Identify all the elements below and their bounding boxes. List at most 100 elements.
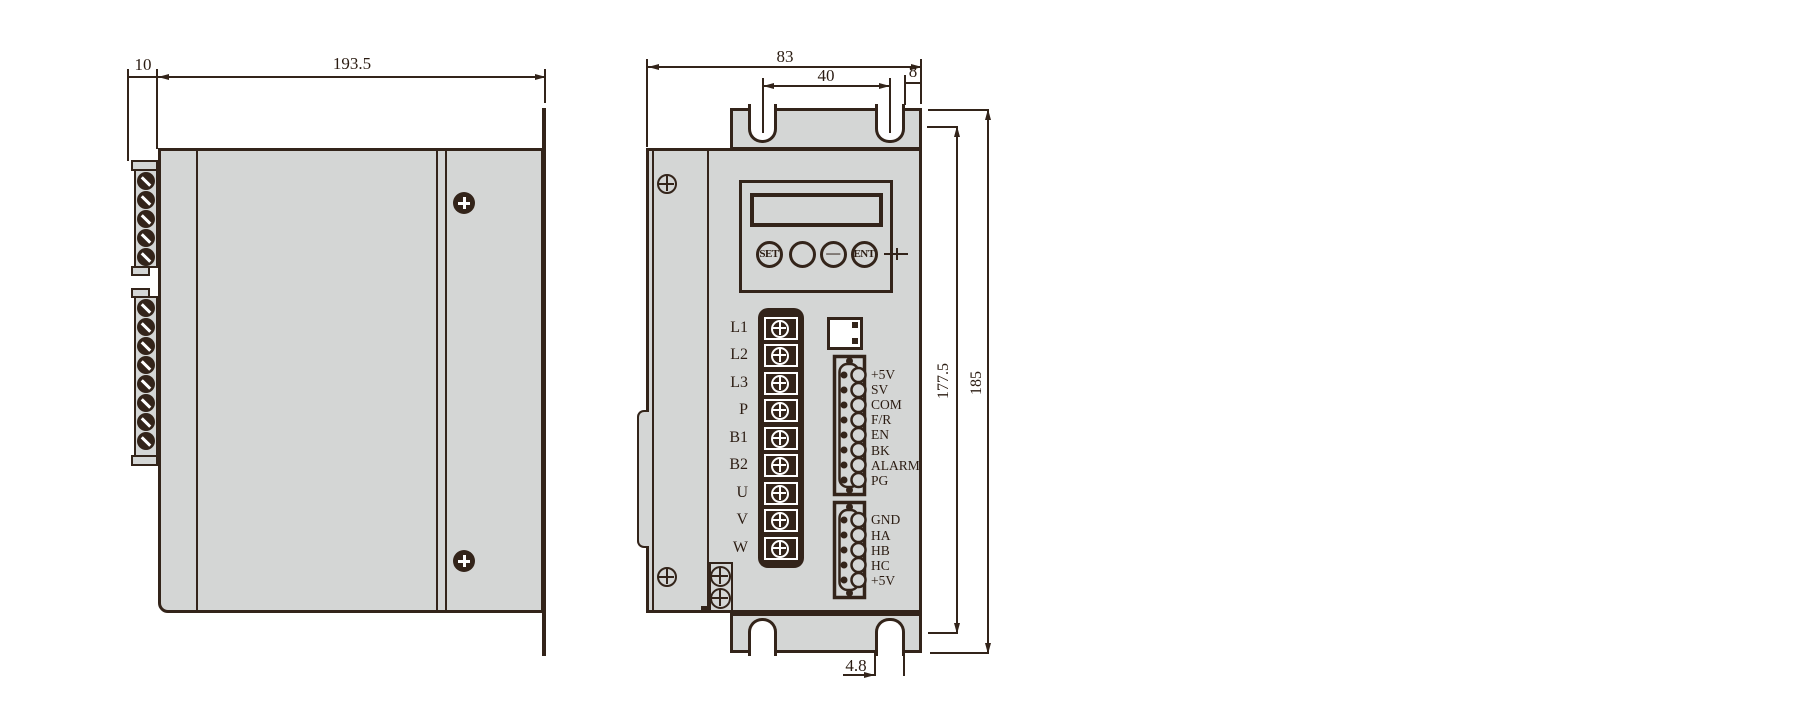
terminal-label-v: V (736, 511, 748, 528)
dim-arrow (864, 671, 875, 678)
dim-ext-line (127, 69, 129, 161)
io-pin-label: EN (871, 427, 889, 442)
terminal-label-l2: L2 (730, 346, 748, 363)
slotted-screw-icon (137, 375, 155, 393)
dim-hook (928, 632, 958, 634)
terminal-label-w: W (732, 539, 748, 556)
panel-notch (701, 606, 707, 612)
minus-button: — (819, 240, 847, 268)
minus-button-label: — (826, 246, 840, 261)
dim-arrow (535, 73, 546, 80)
io-pin-label: F/R (871, 412, 892, 427)
slotted-screw-icon (137, 248, 155, 266)
terminal-screw-icon (764, 482, 798, 505)
dim-ext-line (889, 78, 891, 133)
ent-button: ENT (850, 240, 878, 268)
dim-line-185 (987, 109, 989, 654)
centerline-tick (896, 248, 898, 260)
dim-ext-line (156, 69, 158, 149)
terminal-screw-icon (764, 537, 798, 560)
dim-ext-line (874, 653, 876, 676)
terminal-screw-icon (764, 372, 798, 395)
slotted-screw-icon (137, 394, 155, 412)
io-pin-label: BK (871, 443, 890, 458)
dim-ext-line (904, 75, 906, 105)
lcd-display (750, 193, 883, 227)
encoder-pin-label: HB (871, 543, 890, 558)
slotted-screw-icon (137, 337, 155, 355)
slotted-screw-icon (137, 413, 155, 431)
dim-ext-line (646, 59, 648, 147)
terminal-screw-icon (764, 317, 798, 340)
io-pin-label: ALARM (871, 458, 920, 473)
slotted-screw-icon (137, 318, 155, 336)
panel-screw-icon (657, 567, 677, 587)
encoder-pin-label: HC (871, 558, 890, 573)
dim-hook (928, 109, 989, 111)
io-pin-label: COM (871, 397, 902, 412)
io-connector-icon (832, 354, 867, 497)
slotted-screw-icon (137, 432, 155, 450)
side-body-seam (445, 150, 447, 611)
dim-arrow (158, 73, 169, 80)
case-screw-icon (453, 550, 475, 572)
terminal-label-u: U (736, 484, 748, 501)
ground-screw-icon (710, 588, 731, 609)
dim-line-40 (763, 85, 890, 87)
dim-line-8 (905, 82, 921, 84)
dim-ext-line (920, 59, 922, 104)
encoder-pin-label: GND (871, 512, 901, 527)
side-body-seam (436, 150, 438, 611)
dim-arrow (911, 63, 922, 70)
dim-ext-line (544, 69, 546, 103)
slotted-screw-icon (137, 210, 155, 228)
ground-screw-icon (710, 566, 731, 587)
front-body-seam (652, 150, 654, 611)
dim-arrow (648, 63, 659, 70)
side-body-seam (196, 150, 198, 611)
terminal-label-p: P (739, 401, 748, 418)
panel-screw-icon (657, 174, 677, 194)
dim-arrow (984, 109, 991, 120)
slotted-screw-icon (137, 229, 155, 247)
terminal-label-l3: L3 (730, 374, 748, 391)
dim-text-terminal-depth: 10 (134, 55, 152, 74)
slotted-screw-icon (137, 172, 155, 190)
dim-line-4-8 (843, 674, 875, 676)
mounting-slot-bottom-left (748, 618, 777, 656)
dim-text-mount-pitch: 177.5 (935, 363, 952, 399)
dim-text-total-height: 185 (968, 371, 985, 395)
front-panel-divider (707, 150, 709, 611)
dim-text-slot-width: 4.8 (845, 656, 867, 675)
dim-arrow (763, 82, 774, 89)
terminal-screw-icon (764, 427, 798, 450)
rj45-jack-icon (827, 317, 863, 350)
dim-hook (927, 126, 958, 128)
terminal-label-l1: L1 (730, 319, 748, 336)
dim-ext-line (762, 78, 764, 133)
mounting-plate-edge (542, 108, 546, 656)
encoder-connector-icon (832, 500, 867, 600)
terminal-strip-cap (131, 266, 150, 276)
slotted-screw-icon (137, 191, 155, 209)
ent-button-label: ENT (853, 248, 875, 260)
dim-text-side-tab: 8 (908, 62, 918, 81)
dim-arrow (953, 126, 960, 137)
dim-line-177-5 (956, 126, 958, 634)
side-body (158, 148, 544, 613)
dim-text-body-depth: 193.5 (332, 54, 372, 73)
up-button (788, 240, 816, 268)
slotted-screw-icon (137, 299, 155, 317)
terminal-screw-icon (764, 509, 798, 532)
dim-text-slot-pitch: 40 (817, 66, 835, 85)
terminal-screw-icon (764, 344, 798, 367)
side-latch (637, 410, 649, 548)
dim-arrow (984, 643, 991, 654)
io-pin-label: PG (871, 473, 889, 488)
dim-arrow (953, 623, 960, 634)
dim-line-193-5 (158, 76, 546, 78)
dim-text-width: 83 (776, 47, 794, 66)
encoder-pin-label: HA (871, 528, 891, 543)
power-terminal-block (758, 308, 804, 568)
